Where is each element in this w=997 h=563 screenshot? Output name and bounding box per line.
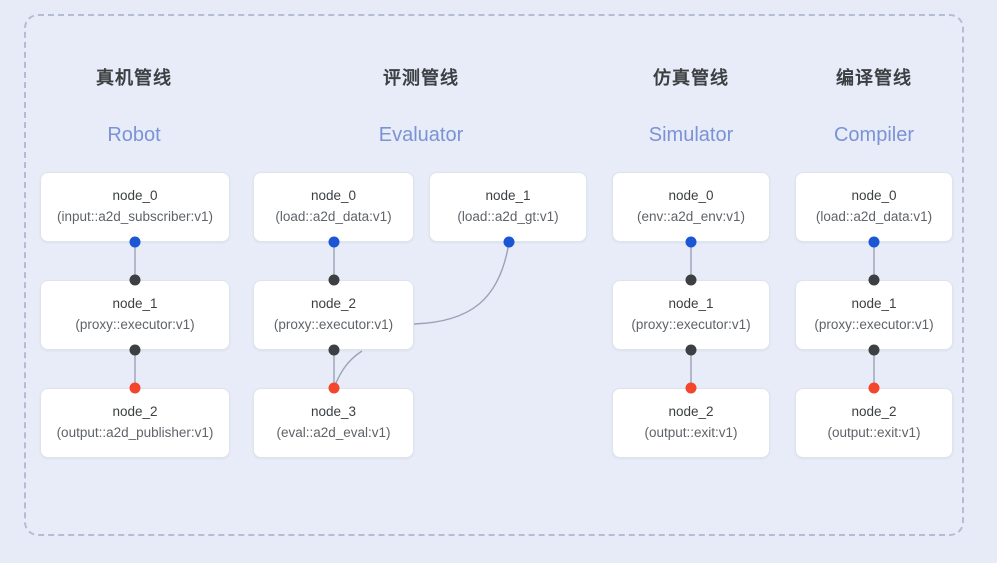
connector-dot-sim-d0-out[interactable] [685,236,697,248]
node-spec-label: (output::a2d_publisher:v1) [56,425,214,440]
node-box-comp-node-0[interactable]: node_0(load::a2d_data:v1) [795,172,953,242]
node-box-eval-node-3[interactable]: node_3(eval::a2d_eval:v1) [253,388,414,458]
node-spec-label: (output::exit:v1) [644,425,738,440]
node-name-label: node_0 [310,188,357,204]
node-spec-label: (load::a2d_data:v1) [815,209,933,224]
connector-dot-eval-d3-in[interactable] [328,382,340,394]
node-spec-label: (eval::a2d_eval:v1) [276,425,391,440]
node-spec-label: (load::a2d_data:v1) [275,209,392,224]
node-name-label: node_1 [485,188,531,204]
connector-dot-eval-d2-out[interactable] [328,344,340,356]
connector-dot-eval-d1-out[interactable] [503,236,515,248]
column-title-cn-robot: 真机管线 [96,68,172,88]
node-spec-label: (proxy::executor:v1) [75,317,195,332]
node-box-comp-node-2[interactable]: node_2(output::exit:v1) [795,388,953,458]
connector-dot-eval-d0-out[interactable] [328,236,340,248]
column-title-en-evaluator: Evaluator [378,124,464,146]
node-box-eval-node-0[interactable]: node_0(load::a2d_data:v1) [253,172,414,242]
node-box-eval-node-2[interactable]: node_2(proxy::executor:v1) [253,280,414,350]
connector-dot-sim-d1-in[interactable] [685,274,697,286]
node-name-label: node_0 [112,188,158,204]
connector-dot-comp-d2-in[interactable] [868,382,880,394]
node-box-sim-node-0[interactable]: node_0(env::a2d_env:v1) [612,172,770,242]
node-box-comp-node-1[interactable]: node_1(proxy::executor:v1) [795,280,953,350]
node-spec-label: (input::a2d_subscriber:v1) [56,209,214,224]
node-box-robot-node-0[interactable]: node_0(input::a2d_subscriber:v1) [40,172,230,242]
connector-dot-comp-d1-out[interactable] [868,344,880,356]
node-spec-label: (output::exit:v1) [827,425,921,440]
node-name-label: node_2 [112,404,158,420]
connector-dot-comp-d1-in[interactable] [868,274,880,286]
connector-dot-robot-d1-out[interactable] [129,344,141,356]
column-title-en-compiler: Compiler [833,124,915,146]
node-spec-label: (load::a2d_gt:v1) [457,209,559,224]
node-name-label: node_2 [851,404,897,420]
column-title-cn-evaluator: 评测管线 [383,68,459,88]
connector-dot-robot-d2-in[interactable] [129,382,141,394]
connector-dot-sim-d2-in[interactable] [685,382,697,394]
node-spec-label: (proxy::executor:v1) [631,317,751,332]
node-name-label: node_3 [310,404,357,420]
connector-dot-comp-d0-out[interactable] [868,236,880,248]
node-name-label: node_0 [668,188,714,204]
node-spec-label: (proxy::executor:v1) [273,317,394,332]
node-name-label: node_2 [668,404,714,420]
column-title-cn-compiler: 编译管线 [836,68,912,88]
node-box-sim-node-2[interactable]: node_2(output::exit:v1) [612,388,770,458]
node-spec-label: (proxy::executor:v1) [814,317,934,332]
connector-dot-eval-d2-in[interactable] [328,274,340,286]
node-name-label: node_1 [668,296,714,312]
node-name-label: node_1 [112,296,158,312]
connector-dot-robot-d1-in[interactable] [129,274,141,286]
column-title-en-simulator: Simulator [648,124,734,146]
node-spec-label: (env::a2d_env:v1) [636,209,746,224]
node-box-sim-node-1[interactable]: node_1(proxy::executor:v1) [612,280,770,350]
column-title-en-robot: Robot [107,124,161,146]
connector-dot-robot-d0-out[interactable] [129,236,141,248]
node-box-eval-node-1[interactable]: node_1(load::a2d_gt:v1) [429,172,587,242]
node-name-label: node_2 [310,296,357,312]
node-name-label: node_1 [851,296,897,312]
node-box-robot-node-1[interactable]: node_1(proxy::executor:v1) [40,280,230,350]
node-name-label: node_0 [851,188,897,204]
connector-dot-sim-d1-out[interactable] [685,344,697,356]
column-title-cn-simulator: 仿真管线 [653,68,729,88]
node-box-robot-node-2[interactable]: node_2(output::a2d_publisher:v1) [40,388,230,458]
